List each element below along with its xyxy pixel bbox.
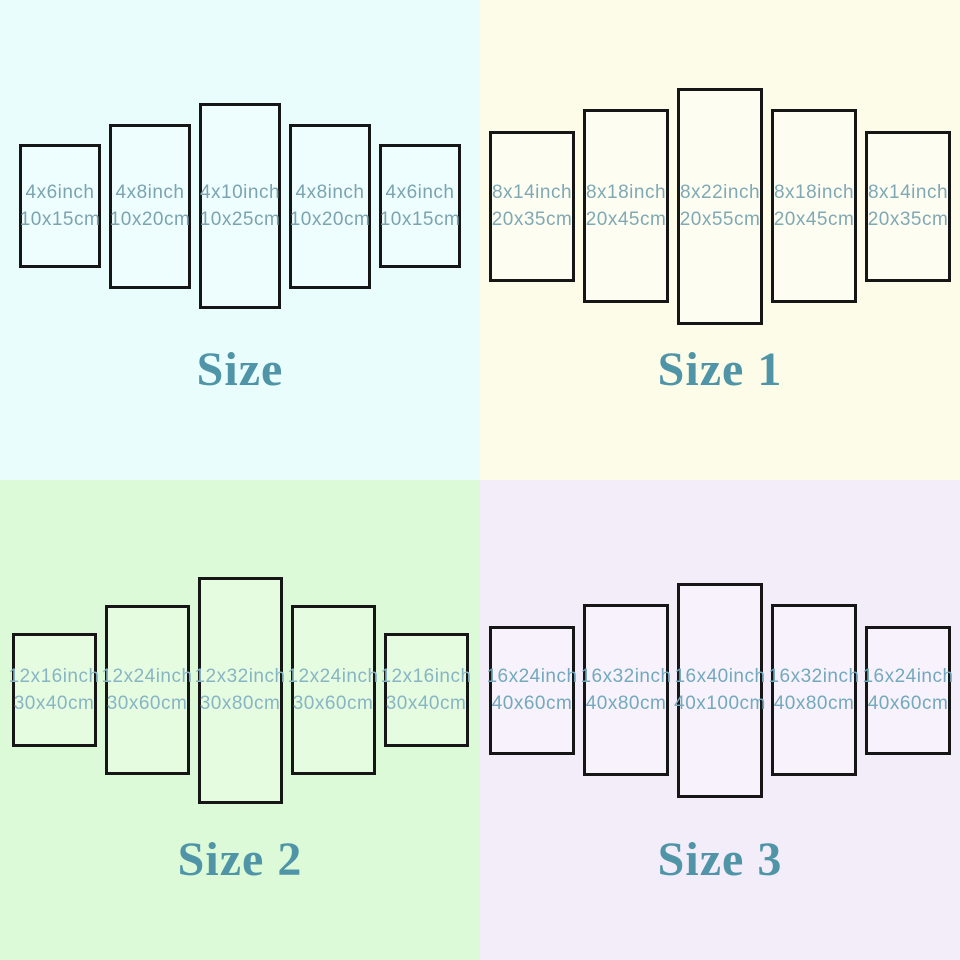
quadrant-title-size: Size [196,343,284,396]
quadrant-size-3: 16x24inch 40x60cm 16x32inch 40x80cm 16x40inc… [480,480,960,960]
panel-size-cm-label: 10x25cm [199,209,281,230]
canvas-panel: 8x18inch 20x45cm [583,109,669,303]
quadrant-title-size-1: Size 1 [657,343,783,396]
panel-diagram-size-2: 12x16inch 30x40cm 12x24inch 30x60cm 12x32inc… [0,480,480,900]
quadrant-size: 4x6inch 10x15cm 4x8inch 10x20cm 4x10inch 10x2… [0,0,480,480]
canvas-panel: 12x16inch 30x40cm [380,633,471,747]
panel-size-inch-label: 4x6inch [25,182,95,203]
canvas-panel: 12x24inch 30x60cm [287,605,378,775]
panel-size-inch-label: 4x6inch [385,182,455,203]
panel-size-cm-label: 10x15cm [379,209,461,230]
panel-size-inch-label: 4x8inch [295,182,365,203]
canvas-panel: 12x16inch 30x40cm [8,633,99,747]
panel-size-inch-label: 12x32inch [194,666,286,687]
panel-size-cm-label: 40x100cm [674,693,766,714]
canvas-panel: 16x24inch 40x60cm [862,625,954,755]
panel-size-cm-label: 40x80cm [585,693,667,714]
panel-diagram-size-3: 16x24inch 40x60cm 16x32inch 40x80cm 16x40inc… [480,480,960,900]
panel-diagram-size-1: 8x14inch 20x35cm 8x18inch 20x45cm 8x22inch 20… [480,0,960,412]
canvas-panel: 4x8inch 10x20cm [109,123,191,289]
canvas-panel: 8x14inch 20x35cm [489,130,575,282]
panel-size-cm-label: 30x60cm [106,693,188,714]
panel-size-cm-label: 30x40cm [13,693,95,714]
panel-size-inch-label: 8x18inch [773,182,855,203]
panel-size-cm-label: 40x60cm [491,693,573,714]
canvas-panel: 12x24inch 30x60cm [101,605,192,775]
canvas-panel: 4x6inch 10x15cm [379,144,461,268]
canvas-panel: 16x40inch 40x100cm [674,582,766,798]
canvas-panel: 8x22inch 20x55cm [677,87,763,325]
panel-size-inch-label: 16x24inch [862,666,954,687]
quadrant-size-2: 12x16inch 30x40cm 12x24inch 30x60cm 12x32inc… [0,480,480,960]
panel-size-inch-label: 12x24inch [101,666,193,687]
panel-size-inch-label: 12x24inch [287,666,379,687]
panel-size-cm-label: 30x80cm [199,693,281,714]
panel-size-cm-label: 10x15cm [19,209,101,230]
panel-size-cm-label: 40x60cm [867,693,949,714]
panel-size-cm-label: 40x80cm [773,693,855,714]
quadrant-size-1: 8x14inch 20x35cm 8x18inch 20x45cm 8x22inch 20… [480,0,960,480]
panel-size-cm-label: 30x40cm [385,693,467,714]
panel-size-inch-label: 8x18inch [585,182,667,203]
canvas-panel: 8x18inch 20x45cm [771,109,857,303]
panel-size-cm-label: 30x60cm [292,693,374,714]
panel-size-cm-label: 20x35cm [867,209,949,230]
panel-size-cm-label: 20x35cm [491,209,573,230]
canvas-panel: 16x32inch 40x80cm [580,604,672,776]
panel-size-inch-label: 8x14inch [867,182,949,203]
panel-size-cm-label: 20x45cm [585,209,667,230]
panel-size-cm-label: 10x20cm [289,209,371,230]
canvas-panel: 8x14inch 20x35cm [865,130,951,282]
panel-size-inch-label: 4x10inch [199,182,281,203]
panel-size-inch-label: 12x16inch [380,666,472,687]
panel-size-inch-label: 16x40inch [674,666,766,687]
canvas-panel: 4x8inch 10x20cm [289,123,371,289]
panel-size-inch-label: 12x16inch [8,666,100,687]
panel-diagram-size: 4x6inch 10x15cm 4x8inch 10x20cm 4x10inch 10x2… [0,0,480,412]
panel-size-inch-label: 16x24inch [486,666,578,687]
canvas-panel: 4x6inch 10x15cm [19,144,101,268]
panel-size-cm-label: 20x45cm [773,209,855,230]
panel-size-inch-label: 16x32inch [768,666,860,687]
panel-size-inch-label: 8x22inch [679,182,761,203]
quadrant-title-size-3: Size 3 [657,833,783,886]
canvas-panel: 4x10inch 10x25cm [199,103,281,309]
canvas-panel: 16x24inch 40x60cm [486,625,578,755]
panel-size-inch-label: 4x8inch [115,182,185,203]
panel-size-inch-label: 16x32inch [580,666,672,687]
canvas-panel: 12x32inch 30x80cm [194,576,285,804]
panel-size-cm-label: 20x55cm [679,209,761,230]
quadrant-title-size-2: Size 2 [177,833,303,886]
panel-size-inch-label: 8x14inch [491,182,573,203]
panel-size-cm-label: 10x20cm [109,209,191,230]
canvas-panel: 16x32inch 40x80cm [768,604,860,776]
